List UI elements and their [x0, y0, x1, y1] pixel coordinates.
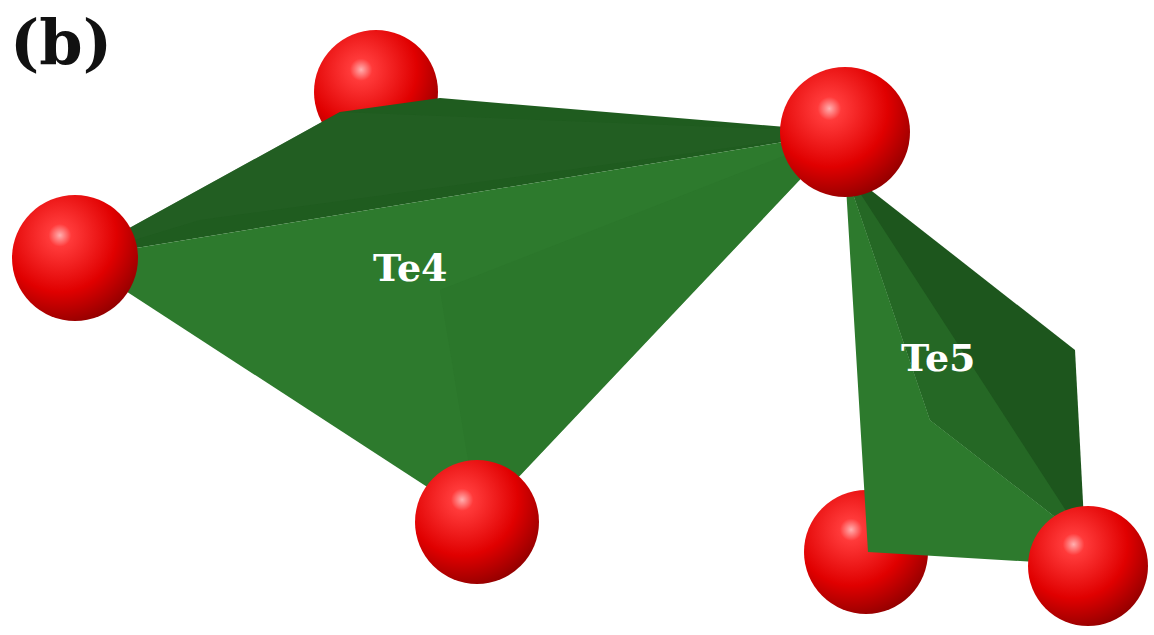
oxygen-sphere — [415, 460, 539, 584]
oxygen-sphere — [780, 67, 910, 197]
polyhedron-face — [75, 132, 845, 520]
oxygen-sphere — [12, 195, 138, 321]
oxygen-sphere — [1028, 506, 1148, 626]
polyhedron-node: Te4 — [373, 247, 448, 289]
polyhedron-face — [440, 132, 845, 520]
polyhedron-node: Te5 — [901, 337, 976, 379]
panel-label: (b) — [10, 12, 112, 74]
polyhedron-label: Te4 — [373, 247, 448, 289]
polyhedron-face — [845, 170, 1085, 565]
polyhedron-label: Te5 — [901, 337, 976, 379]
